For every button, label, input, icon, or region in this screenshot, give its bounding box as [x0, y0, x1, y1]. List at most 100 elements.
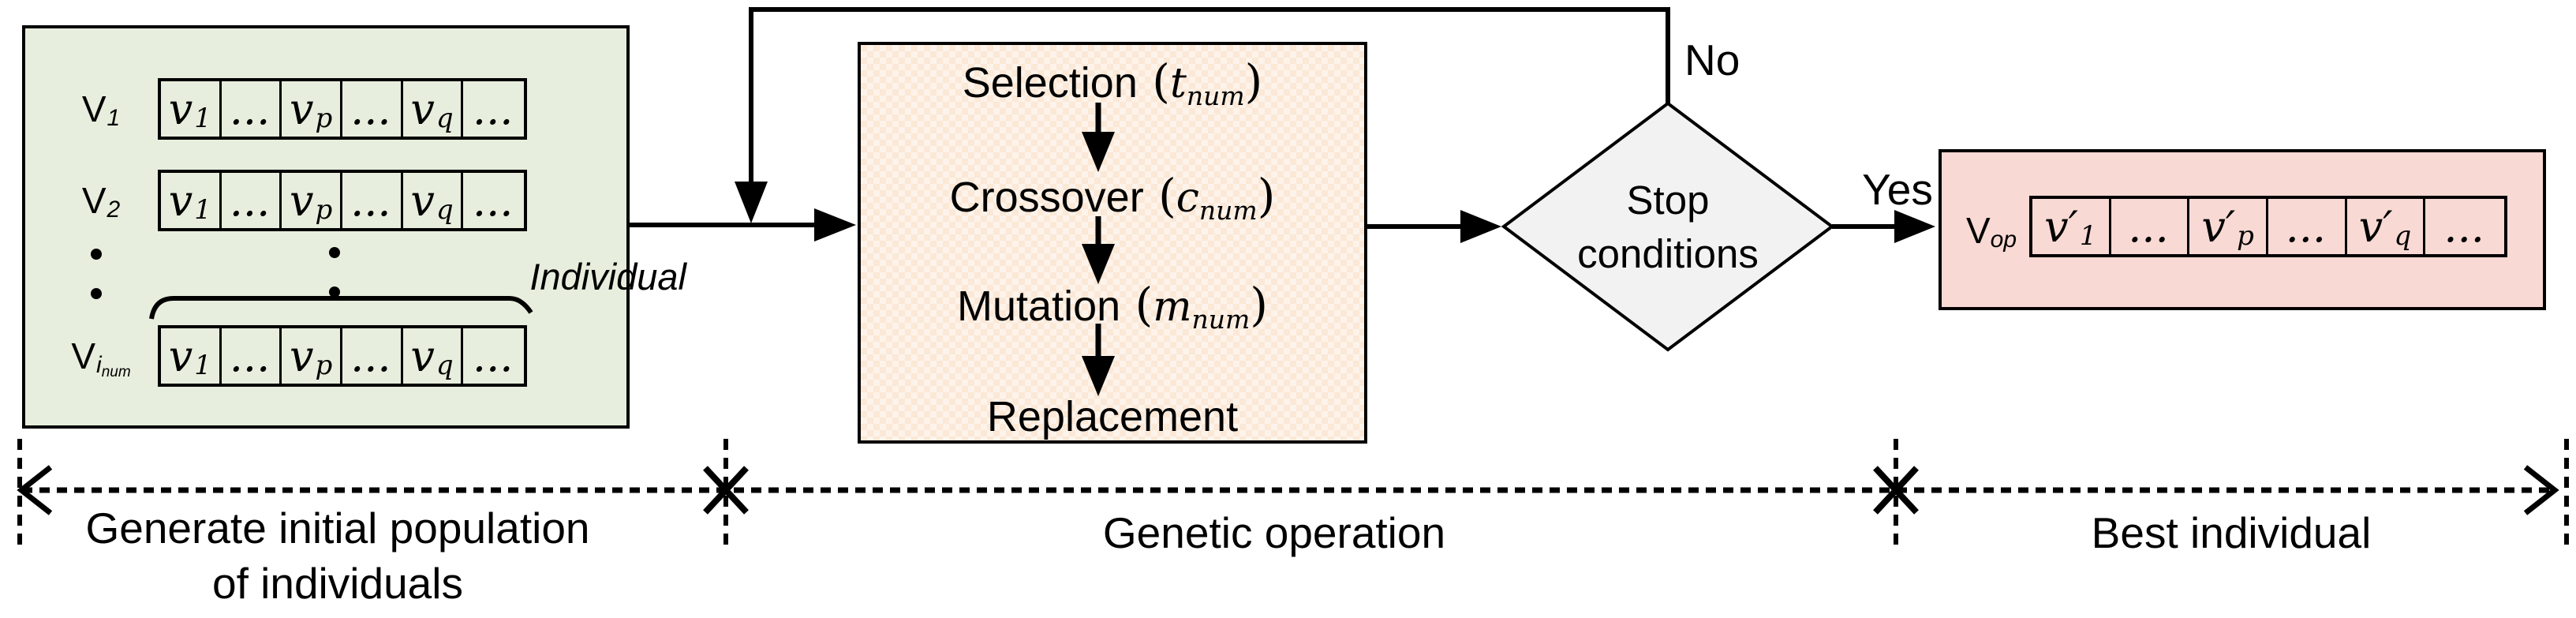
gene-cell: v′1: [2032, 199, 2111, 254]
gene-value: ...: [350, 84, 391, 134]
gene-value: v: [290, 331, 314, 381]
step-replacement: Replacement: [858, 389, 1367, 441]
ruler-divider-x-icon: [1873, 466, 1919, 515]
paren-close: ): [1257, 169, 1276, 223]
gene-value: ...: [229, 175, 271, 226]
gene-cell: ...: [342, 328, 403, 384]
arrowhead-down-icon: [735, 182, 768, 223]
gene-value: ...: [472, 331, 514, 381]
gene-value: ...: [472, 84, 514, 134]
section-label-generate-1: Generate initial population: [85, 504, 590, 552]
gene-value: v: [168, 175, 193, 226]
no-branch-label: No: [1684, 36, 1740, 84]
paren-close: ): [1250, 278, 1268, 331]
gene-subscript: 1: [194, 350, 211, 381]
gene-subscript: p: [315, 350, 333, 381]
ellipsis-dot: [329, 287, 340, 298]
gene-value: v: [168, 331, 193, 381]
arrowhead-right-icon: [814, 208, 856, 242]
genetic-to-decision-arrow: [1367, 210, 1501, 243]
paren-close: ): [1244, 54, 1263, 108]
v-label-base: V: [81, 88, 107, 129]
gene-value: ...: [472, 175, 514, 226]
gene-subscript: p: [2237, 220, 2254, 252]
gene-subscript: p: [315, 103, 333, 134]
step-name: Selection: [962, 59, 1138, 107]
gene-cell: ...: [463, 81, 524, 137]
gene-subscript: q: [436, 103, 454, 134]
gene-value: v′: [2201, 201, 2236, 252]
paren-open: (: [1143, 169, 1176, 223]
gene-cell: ...: [2425, 199, 2504, 254]
step-param: m: [1153, 283, 1192, 331]
gene-cell: v′q: [2347, 199, 2426, 254]
step-crossover: Crossover (cnum): [858, 169, 1367, 226]
decision-text-line1: Stop: [1626, 178, 1710, 223]
gene-value: v: [168, 84, 193, 134]
ruler-right-arrow-icon: [2523, 465, 2559, 515]
ellipsis-dot: [91, 249, 102, 260]
gene-value: v: [290, 84, 314, 134]
gene-subscript: 1: [2079, 220, 2097, 252]
gene-value: v: [410, 84, 435, 134]
step-param-sub: num: [1186, 81, 1245, 111]
v-label-base: V: [71, 335, 96, 376]
gene-subscript: q: [2394, 220, 2412, 252]
ellipsis-dot: [91, 288, 102, 299]
best-chromosome-row: v′1...v′p...v′q...: [2029, 196, 2507, 257]
gene-value: ...: [229, 84, 271, 134]
gene-value: v′: [2358, 201, 2393, 252]
gene-cell: ...: [342, 81, 403, 137]
gene-subscript: q: [436, 194, 454, 226]
gene-cell: ...: [222, 81, 282, 137]
gene-cell: ...: [2268, 199, 2347, 254]
step-name: Crossover: [949, 174, 1144, 221]
v-label-sub: i: [96, 352, 102, 378]
gene-cell: ...: [463, 328, 524, 384]
gene-value: v: [410, 331, 435, 381]
v-label-sub: 1: [107, 105, 121, 131]
v-label-base: V: [1965, 210, 1991, 251]
gene-cell: ...: [342, 173, 403, 228]
gene-value: ...: [350, 331, 391, 381]
v-label-sub: 2: [107, 197, 121, 223]
gene-cell: ...: [2111, 199, 2190, 254]
v-label-subsub: num: [101, 364, 131, 380]
gene-subscript: 1: [194, 194, 211, 226]
step-param-sub: num: [1198, 195, 1258, 226]
step-mutation: Mutation (mnum): [858, 278, 1367, 335]
step-name: Replacement: [986, 393, 1239, 440]
ellipsis-dot: [329, 247, 340, 258]
ruler-divider-x-icon: [703, 466, 749, 515]
section-label-best-individual: Best individual: [2091, 508, 2372, 557]
individual-label: Individual: [529, 256, 686, 298]
step-param: t: [1169, 60, 1187, 107]
gene-value: v: [410, 175, 435, 226]
arrowhead-right-icon: [1894, 210, 1935, 243]
ruler-left-arrow-icon: [17, 465, 53, 515]
step-selection: Selection (tnum): [858, 54, 1367, 111]
initial-population-box: [22, 25, 630, 429]
paren-open: (: [1120, 278, 1153, 331]
gene-value: ...: [2128, 201, 2169, 252]
yes-arrow: [1832, 210, 1935, 243]
step-name: Mutation: [957, 283, 1121, 330]
gene-cell: ...: [222, 328, 282, 384]
stop-conditions-diamond: [1501, 101, 1835, 352]
gene-subscript: q: [436, 350, 454, 381]
gene-value: v′: [2044, 201, 2078, 252]
v-label-sub: op: [1990, 227, 2017, 253]
